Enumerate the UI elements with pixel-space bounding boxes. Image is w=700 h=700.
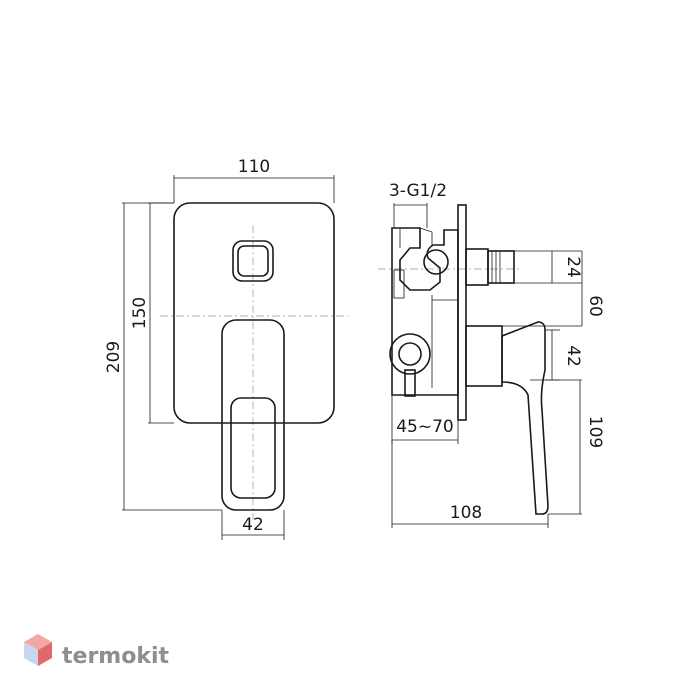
dim-depth-label: 45~70 bbox=[396, 417, 454, 437]
mount-bracket bbox=[393, 269, 405, 299]
upper-port bbox=[423, 249, 449, 275]
dim-lever-width-label: 42 bbox=[242, 515, 264, 535]
dim-42-side-label: 42 bbox=[563, 345, 583, 367]
front-view: 110 150 209 42 bbox=[104, 157, 348, 540]
dim-108: 108 bbox=[391, 440, 549, 528]
dim-42-side: 42 bbox=[530, 329, 583, 381]
lever-handle-inner bbox=[230, 397, 276, 499]
dim-thread-label: 3-G1/2 bbox=[389, 181, 447, 201]
lever-handle-outer bbox=[221, 319, 285, 511]
dim-60-label: 60 bbox=[585, 295, 605, 317]
cover-plate bbox=[173, 202, 335, 424]
dim-24-label: 24 bbox=[563, 256, 583, 278]
dim-60: 60 bbox=[502, 251, 605, 327]
spindle bbox=[465, 248, 489, 286]
valve-inlet-neck bbox=[399, 227, 433, 248]
lower-port-outer bbox=[389, 333, 431, 375]
diverter-button-outer bbox=[232, 240, 274, 282]
dim-total-height-label: 209 bbox=[104, 341, 124, 373]
dim-109: 109 bbox=[545, 379, 605, 515]
lower-port-stem bbox=[404, 369, 416, 397]
side-view: 3-G1/2 24 60 42 109 bbox=[378, 181, 605, 528]
lower-port-inner bbox=[398, 342, 422, 366]
dim-width-label: 110 bbox=[238, 157, 270, 177]
diverter-button-inner bbox=[237, 245, 269, 277]
dim-depth: 45~70 bbox=[391, 395, 459, 444]
dim-plate-height-label: 150 bbox=[130, 297, 150, 329]
dim-lever-width: 42 bbox=[221, 510, 285, 540]
dim-24: 24 bbox=[514, 250, 583, 284]
dim-total-height: 209 bbox=[104, 202, 222, 511]
logo-text: termokit bbox=[62, 644, 169, 669]
dim-108-label: 108 bbox=[450, 503, 482, 523]
lever-base bbox=[465, 325, 503, 387]
dim-109-label: 109 bbox=[585, 416, 605, 448]
lever-side-profile bbox=[501, 321, 549, 515]
wall-plate bbox=[457, 204, 467, 421]
dim-thread: 3-G1/2 bbox=[389, 181, 447, 228]
dim-width: 110 bbox=[173, 157, 335, 203]
valve-body bbox=[391, 227, 459, 396]
spindle-cap bbox=[487, 250, 515, 284]
logo-cube-icon bbox=[24, 634, 52, 666]
termokit-logo: termokit bbox=[24, 634, 169, 669]
dim-plate-height: 150 bbox=[130, 202, 174, 424]
